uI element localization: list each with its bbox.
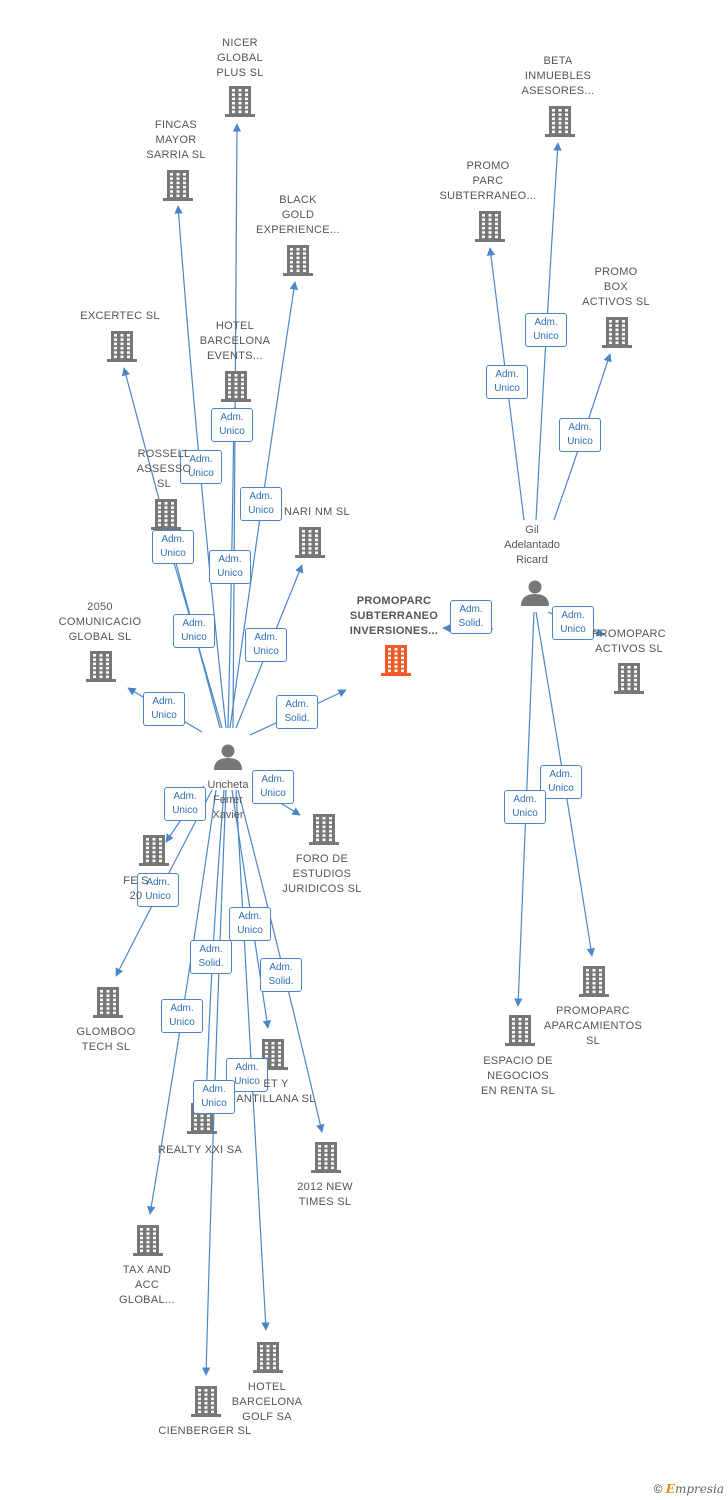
edge-role-label[interactable]: Adm. Unico — [252, 770, 294, 804]
person-label-p1[interactable]: Uncheta Ferrer Xavier — [207, 779, 249, 821]
edge-role-label[interactable]: Adm. Unico — [245, 628, 287, 662]
company-building-icon[interactable] — [505, 1015, 535, 1046]
company-label-realty[interactable]: REALTY XXI SA — [157, 1144, 243, 1156]
edge-role-label[interactable]: Adm. Unico — [525, 313, 567, 347]
edge-role-label[interactable]: Adm. Unico — [211, 408, 253, 442]
company-building-icon[interactable] — [253, 1342, 283, 1373]
edge-role-label[interactable]: Adm. Unico — [180, 450, 222, 484]
company-label-espacio[interactable]: ESPACIO DE NEGOCIOS EN RENTA SL — [480, 1055, 555, 1097]
edge-role-label[interactable]: Adm. Unico — [143, 692, 185, 726]
edge-role-label[interactable]: Adm. Unico — [137, 873, 179, 907]
edge-role-label[interactable]: Adm. Unico — [559, 418, 601, 452]
company-building-icon[interactable] — [86, 651, 116, 682]
company-building-icon[interactable] — [93, 987, 123, 1018]
company-label-tax[interactable]: TAX AND ACC GLOBAL... — [119, 1264, 175, 1306]
brand-logo[interactable]: Empresia — [666, 1482, 724, 1496]
company-building-icon[interactable] — [283, 245, 313, 276]
company-label-hotelgolf[interactable]: HOTEL BARCELONA GOLF SA — [231, 1381, 303, 1423]
company-label-promobox[interactable]: PROMO BOX ACTIVOS SL — [582, 266, 650, 308]
edge-role-label[interactable]: Adm. Solid. — [190, 940, 232, 974]
edge-role-label[interactable]: Adm. Unico — [173, 614, 215, 648]
company-building-icon[interactable] — [133, 1225, 163, 1256]
company-building-icon[interactable] — [579, 966, 609, 997]
company-building-icon[interactable] — [225, 86, 255, 117]
edge-role-label[interactable]: Adm. Unico — [540, 765, 582, 799]
company-building-icon[interactable] — [163, 170, 193, 201]
edge-role-label[interactable]: Adm. Unico — [164, 787, 206, 821]
company-building-icon[interactable] — [311, 1142, 341, 1173]
company-building-icon[interactable] — [139, 835, 169, 866]
company-label-promoparc_act[interactable]: PROMOPARC ACTIVOS SL — [591, 628, 666, 655]
company-label-foro[interactable]: FORO DE ESTUDIOS JURIDICOS SL — [282, 853, 362, 895]
edge-role-label[interactable]: Adm. Unico — [193, 1080, 235, 1114]
company-building-icon[interactable] — [151, 499, 181, 530]
company-label-2012[interactable]: 2012 NEW TIMES SL — [297, 1181, 353, 1208]
company-building-icon[interactable] — [191, 1386, 221, 1417]
edge-role-label[interactable]: Adm. Unico — [552, 606, 594, 640]
edge-role-label[interactable]: Adm. Unico — [486, 365, 528, 399]
edge-role-label[interactable]: Adm. Unico — [504, 790, 546, 824]
company-label-glomboo[interactable]: GLOMBOO TECH SL — [76, 1026, 136, 1053]
company-building-icon[interactable] — [107, 331, 137, 362]
edge-role-label[interactable]: Adm. Unico — [161, 999, 203, 1033]
edge-role-label[interactable]: Adm. Unico — [152, 530, 194, 564]
company-label-santillana[interactable]: ET Y ANTILLANA SL — [236, 1078, 316, 1105]
company-building-icon[interactable] — [309, 814, 339, 845]
company-building-icon[interactable] — [221, 371, 251, 402]
brand-name: mpresia — [674, 1482, 724, 1496]
company-label-focus[interactable]: PROMOPARC SUBTERRANEO INVERSIONES... — [349, 595, 439, 637]
edge-role-label[interactable]: Adm. Unico — [229, 907, 271, 941]
company-building-icon[interactable] — [295, 527, 325, 558]
company-label-hotelbcn[interactable]: HOTEL BARCELONA EVENTS... — [199, 320, 271, 362]
person-icon[interactable] — [521, 580, 549, 607]
company-label-promoparc_sub[interactable]: PROMO PARC SUBTERRANEO... — [439, 160, 537, 202]
company-label-2050[interactable]: 2050 COMUNICACIO GLOBAL SL — [58, 601, 142, 643]
brand-initial: E — [665, 1482, 675, 1496]
company-building-icon[interactable] — [545, 106, 575, 137]
person-icon[interactable] — [214, 744, 242, 771]
company-building-icon[interactable] — [602, 317, 632, 348]
company-label-cienberger[interactable]: CIENBERGER SL — [158, 1425, 252, 1437]
company-label-promoparc_apar[interactable]: PROMOPARC APARCAMIENTOS SL — [543, 1005, 643, 1047]
company-building-icon[interactable] — [614, 663, 644, 694]
company-label-excertec[interactable]: EXCERTEC SL — [80, 310, 160, 322]
company-label-black[interactable]: BLACK GOLD EXPERIENCE... — [256, 194, 340, 236]
focus-company-icon[interactable] — [381, 645, 411, 676]
person-label-p2[interactable]: Gil Adelantado Ricard — [504, 524, 560, 566]
copyright-symbol: © — [653, 1482, 663, 1496]
footer: © Empresia — [654, 1482, 724, 1496]
company-label-rossell[interactable]: ROSSELL ASSESSO SL — [136, 448, 192, 490]
company-label-fincas[interactable]: FINCAS MAYOR SARRIA SL — [146, 119, 206, 161]
company-label-nicer[interactable]: NICER GLOBAL PLUS SL — [216, 37, 264, 79]
edge-role-label[interactable]: Adm. Solid. — [260, 958, 302, 992]
company-label-fe[interactable]: FE S 20 — [123, 875, 149, 902]
edge-role-label[interactable]: Adm. Solid. — [276, 695, 318, 729]
edge-role-label[interactable]: Adm. Solid. — [450, 600, 492, 634]
company-building-icon[interactable] — [475, 211, 505, 242]
company-label-nari[interactable]: NARI NM SL — [284, 506, 350, 518]
nodes-layer — [86, 86, 644, 1417]
edge-role-label[interactable]: Adm. Unico — [240, 487, 282, 521]
edge-role-label[interactable]: Adm. Unico — [209, 550, 251, 584]
company-label-beta[interactable]: BETA INMUEBLES ASESORES... — [521, 55, 595, 97]
